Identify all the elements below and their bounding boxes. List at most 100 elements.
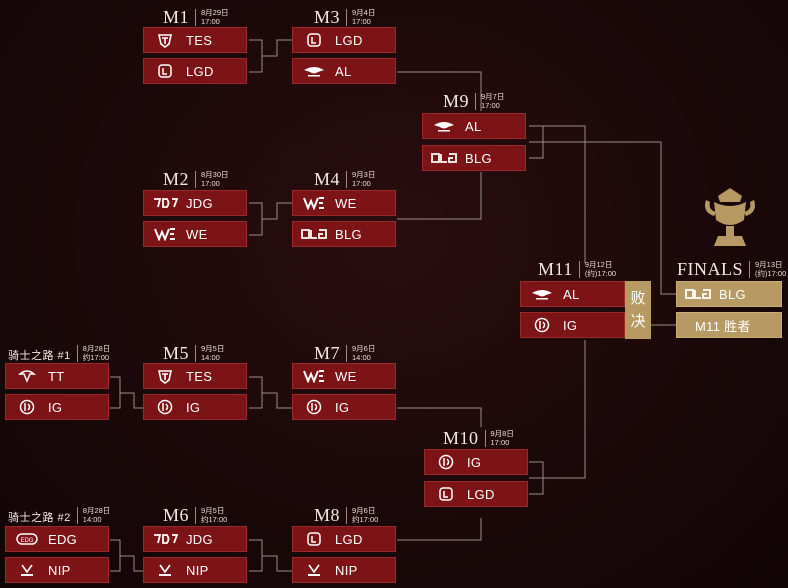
m11-team-slot[interactable]: IG: [520, 312, 625, 338]
match-code: M9: [443, 91, 470, 111]
blg-logo: [423, 151, 465, 165]
team-name: IG: [48, 399, 63, 415]
match-date: 8月29日: [201, 8, 229, 17]
header-divider: [475, 93, 477, 110]
m4-team-slot[interactable]: BLG: [292, 221, 396, 247]
match-date: 9月13日: [755, 260, 783, 269]
match-code: M7: [314, 343, 341, 363]
q2-team-slot[interactable]: NIP: [5, 557, 109, 583]
nip-logo: [144, 562, 186, 578]
m1-team-slot[interactable]: LGD: [143, 58, 247, 84]
match-schedule: 9月13日(约)17:00: [755, 260, 786, 278]
team-name: LGD: [186, 63, 214, 79]
team-name: NIP: [186, 562, 209, 578]
nip-logo: [293, 562, 335, 578]
m2-team-slot[interactable]: JDG: [143, 190, 247, 216]
match-time: 17:00: [352, 17, 371, 26]
team-name: WE: [335, 195, 357, 211]
header-divider: [484, 430, 486, 447]
m6-team-slot[interactable]: JDG: [143, 526, 247, 552]
m8-team-slot[interactable]: NIP: [292, 557, 396, 583]
match-code: M5: [163, 343, 190, 363]
team-name: NIP: [48, 562, 71, 578]
q1-team-slot[interactable]: TT: [5, 363, 109, 389]
team-name: NIP: [335, 562, 358, 578]
team-name: JDG: [186, 195, 213, 211]
svg-text:EDG: EDG: [20, 538, 33, 544]
blg-logo: [293, 227, 335, 241]
trophy-icon: [705, 188, 755, 246]
match-code: M1: [163, 7, 190, 27]
m5-team-slot[interactable]: IG: [143, 394, 247, 420]
m9-team-slot[interactable]: AL: [422, 113, 526, 139]
match-schedule: 8月28日约17:00: [83, 344, 111, 362]
edg-logo: EDG: [6, 532, 48, 546]
match-time: 14:00: [352, 353, 371, 362]
m1-team-slot[interactable]: TES: [143, 27, 247, 53]
m9-team-slot[interactable]: BLG: [422, 145, 526, 171]
finals-team-slot[interactable]: BLG: [676, 281, 782, 307]
header-divider: [195, 345, 197, 362]
q1-team-slot[interactable]: IG: [5, 394, 109, 420]
m5-team-slot[interactable]: TES: [143, 363, 247, 389]
ig-logo: [521, 317, 563, 333]
m4-team-slot[interactable]: WE: [292, 190, 396, 216]
m10-team-slot[interactable]: IG: [424, 449, 528, 475]
match-date: 8月28日: [82, 344, 111, 353]
team-name: WE: [186, 226, 208, 242]
m3-team-slot[interactable]: AL: [292, 58, 396, 84]
match-code: 骑士之路 #1: [8, 350, 71, 362]
m11-team-slot[interactable]: AL: [520, 281, 625, 307]
match-code: M8: [314, 505, 341, 525]
m7-team-slot[interactable]: IG: [292, 394, 396, 420]
finals-team-slot[interactable]: M11 胜者: [676, 312, 782, 338]
team-name: M11 胜者: [695, 318, 751, 334]
match-date: 9月6日: [352, 506, 376, 515]
match-time: 约17:00: [201, 515, 228, 524]
match-date: 9月3日: [352, 170, 376, 179]
team-name: BLG: [719, 286, 746, 302]
m10-team-slot[interactable]: LGD: [424, 481, 528, 507]
match-schedule: 9月5日约17:00: [201, 506, 227, 524]
al-logo: [521, 286, 563, 302]
team-name: JDG: [186, 531, 213, 547]
team-name: BLG: [465, 150, 492, 166]
ig-logo: [425, 454, 467, 470]
match-time: 17:00: [201, 17, 220, 26]
m6-team-slot[interactable]: NIP: [143, 557, 247, 583]
match-date: 9月12日: [584, 260, 613, 269]
team-name: TT: [48, 368, 65, 384]
match-time: 14:00: [82, 515, 102, 524]
ig-logo: [6, 399, 48, 415]
team-name: AL: [563, 286, 580, 302]
match-code: M3: [314, 7, 341, 27]
m7-team-slot[interactable]: WE: [292, 363, 396, 389]
lgd-logo: [425, 486, 467, 502]
match-time: 约17:00: [82, 353, 110, 362]
losers-label-char: 决: [630, 313, 646, 330]
m8-team-slot[interactable]: LGD: [292, 526, 396, 552]
header-divider: [346, 345, 348, 362]
m2-team-slot[interactable]: WE: [143, 221, 247, 247]
m3-team-slot[interactable]: LGD: [292, 27, 396, 53]
match-date: 8月30日: [201, 170, 229, 179]
tes-logo: [144, 32, 186, 48]
match-code: M6: [163, 505, 190, 525]
ig-logo: [293, 399, 335, 415]
ig-logo: [144, 399, 186, 415]
